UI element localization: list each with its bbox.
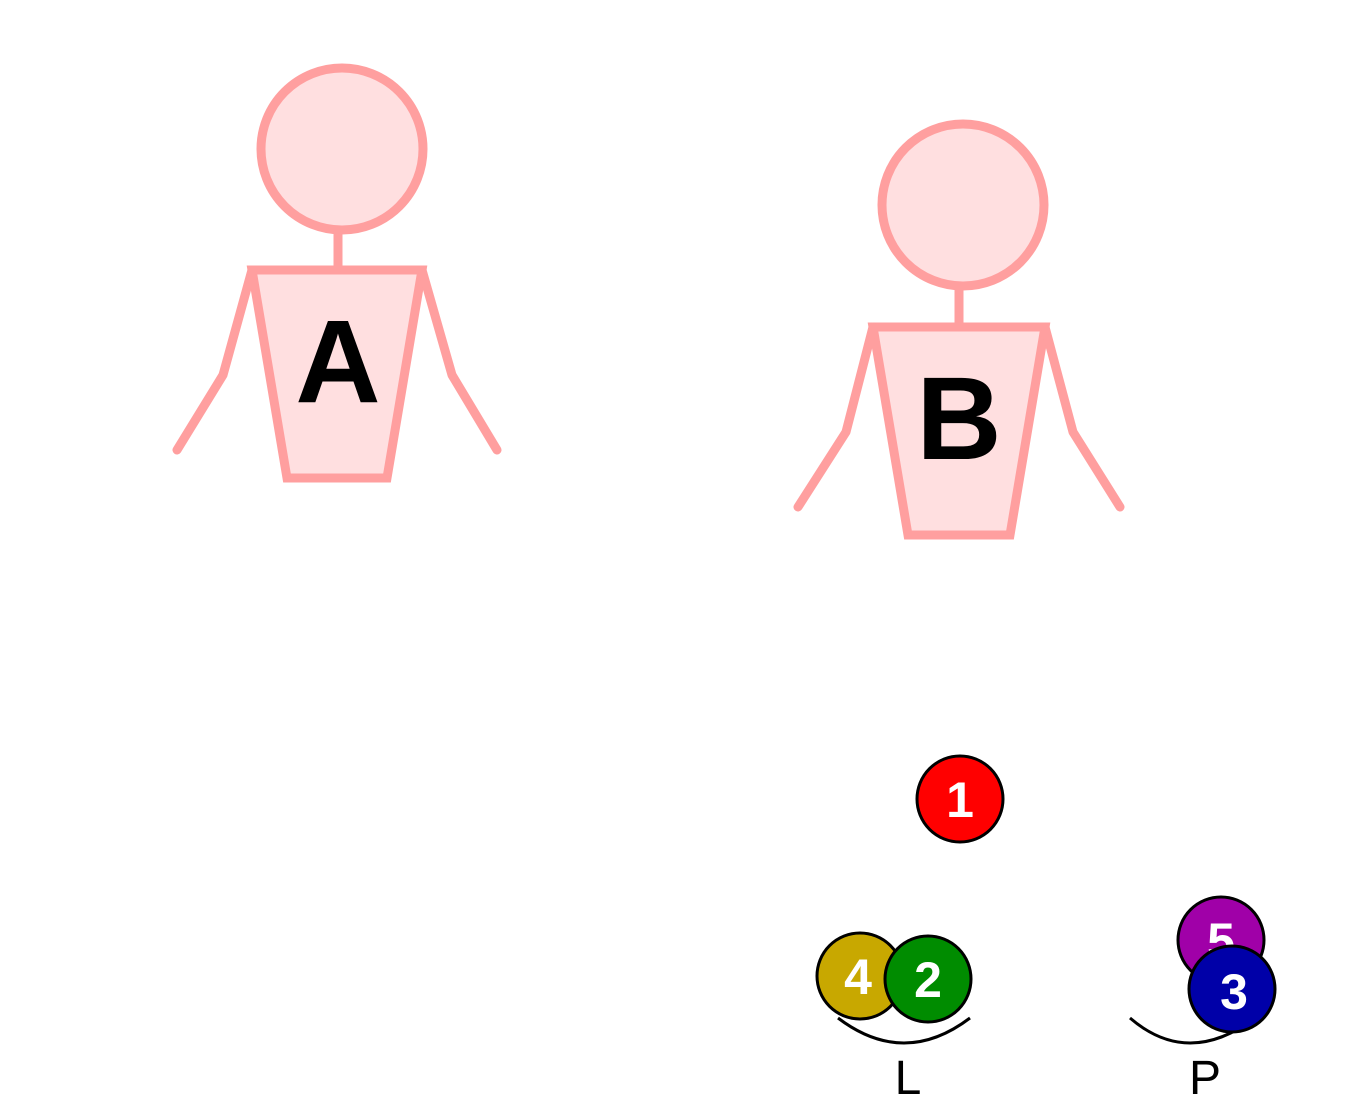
figure-a: A <box>172 63 502 483</box>
hand-p-label: P <box>1189 1052 1221 1105</box>
figure-b-label: B <box>916 353 1001 485</box>
ball-3: 3 <box>1187 944 1277 1034</box>
figure-a-right-arm <box>417 265 502 455</box>
figure-b-left-arm <box>793 322 878 512</box>
ball-2: 2 <box>883 934 973 1024</box>
ball-3-number: 3 <box>1220 964 1248 1020</box>
figure-a-head <box>256 63 428 235</box>
figure-b-right-arm <box>1040 322 1125 512</box>
ball-3-circle <box>1187 944 1277 1034</box>
hand-l-label: L <box>895 1052 922 1105</box>
ball-4-number: 4 <box>844 949 872 1005</box>
ball-2-circle <box>883 934 973 1024</box>
ball-1-circle <box>915 754 1005 844</box>
ball-1: 1 <box>915 754 1005 844</box>
figure-b: B <box>793 119 1125 540</box>
figure-a-label: A <box>295 296 380 428</box>
ball-2-number: 2 <box>914 952 942 1008</box>
figure-b-head <box>877 119 1049 291</box>
hand-l-arc <box>837 1016 971 1045</box>
figure-b-torso <box>867 322 1051 540</box>
ball-1-number: 1 <box>946 772 974 828</box>
figure-a-left-arm <box>172 265 257 455</box>
figure-a-torso <box>246 265 428 483</box>
